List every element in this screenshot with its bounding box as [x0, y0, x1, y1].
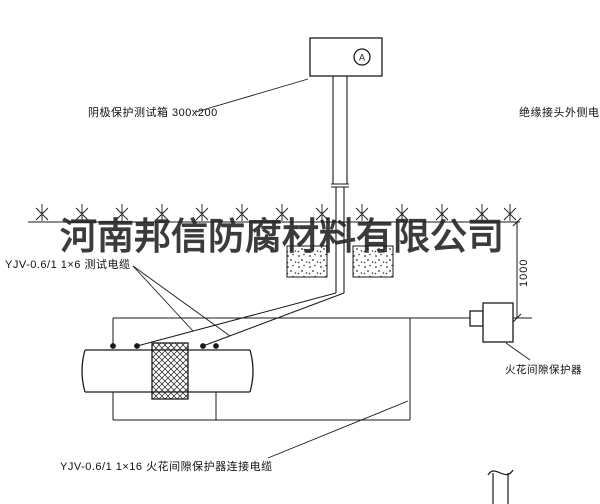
leader-test-cable-2 — [132, 265, 231, 337]
label-spark-gap-protector: 火花间隙保护器 — [505, 364, 582, 376]
label-test-box: 阴极保护测试箱 300x200 — [88, 107, 218, 119]
label-connection-cable: YJV-0.6/1 1×16 火花间隙保护器连接电缆 — [60, 461, 273, 473]
leader-connection-cable — [267, 400, 409, 459]
pipeline — [81, 342, 254, 400]
leader-lines — [132, 78, 531, 459]
dimension-1000-text: 1000 — [518, 258, 530, 287]
leader-protector — [505, 342, 531, 361]
ammeter-symbol — [353, 48, 371, 66]
leader-test-box — [195, 78, 309, 113]
ammeter-letter: A — [359, 53, 365, 63]
test-box: A — [309, 37, 383, 77]
pipe-left-end — [81, 349, 86, 393]
pipe-break-symbol — [487, 469, 514, 504]
test-post — [331, 76, 349, 293]
test-cables — [136, 292, 345, 347]
label-test-cable: YJV-0.6/1 1×6 测试电缆 — [5, 259, 131, 271]
label-insulating-joint-cable: 绝缘接头外侧电缆 — [519, 107, 600, 119]
anchor-blocks — [286, 245, 394, 278]
insulating-joint-flange — [151, 342, 189, 400]
ground-marks — [35, 204, 517, 221]
pipe-right-end — [249, 349, 254, 393]
dimension-1000-lines — [512, 217, 532, 323]
spark-gap-protector — [469, 302, 514, 343]
leader-test-cable-1 — [132, 265, 194, 332]
